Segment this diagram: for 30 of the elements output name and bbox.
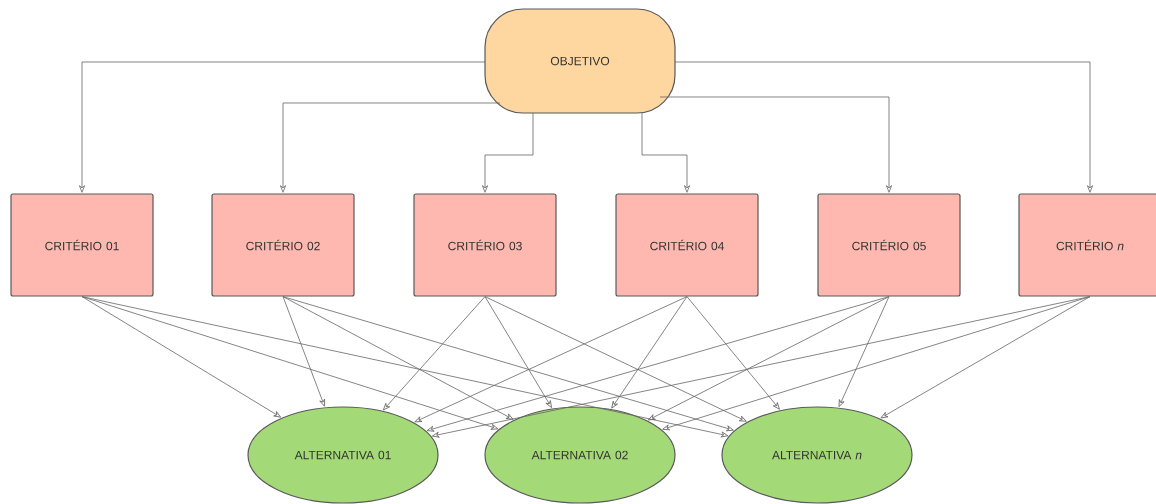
arrow <box>484 296 552 408</box>
criterion-box: CRITÉRIO n <box>1018 193 1156 297</box>
arrow <box>282 296 734 432</box>
criterion-box: CRITÉRIO 02 <box>211 193 355 297</box>
arrow <box>280 102 501 193</box>
arrow <box>674 61 1093 193</box>
arrow <box>431 296 1091 438</box>
arrow <box>686 296 780 410</box>
arrow <box>426 296 890 432</box>
arrow <box>838 296 890 408</box>
arrow <box>414 296 688 423</box>
arrow <box>880 296 1091 419</box>
arrow <box>484 296 747 422</box>
arrow <box>282 296 514 420</box>
criterion-box: CRITÉRIO 03 <box>413 193 557 297</box>
arrow <box>81 296 729 438</box>
arrow <box>482 112 534 193</box>
arrow <box>611 296 688 409</box>
arrow <box>81 296 282 418</box>
arrow <box>659 96 892 193</box>
criterion-box: CRITÉRIO 05 <box>817 193 961 297</box>
criterion-box: CRITÉRIO 01 <box>10 193 154 297</box>
arrow <box>641 112 690 193</box>
arrow <box>79 61 486 193</box>
arrow <box>647 296 890 421</box>
arrow <box>282 296 325 407</box>
arrow <box>662 296 1091 431</box>
arrow <box>383 296 486 411</box>
objective-box: OBJETIVO <box>484 8 676 114</box>
criterion-box: CRITÉRIO 04 <box>615 193 759 297</box>
